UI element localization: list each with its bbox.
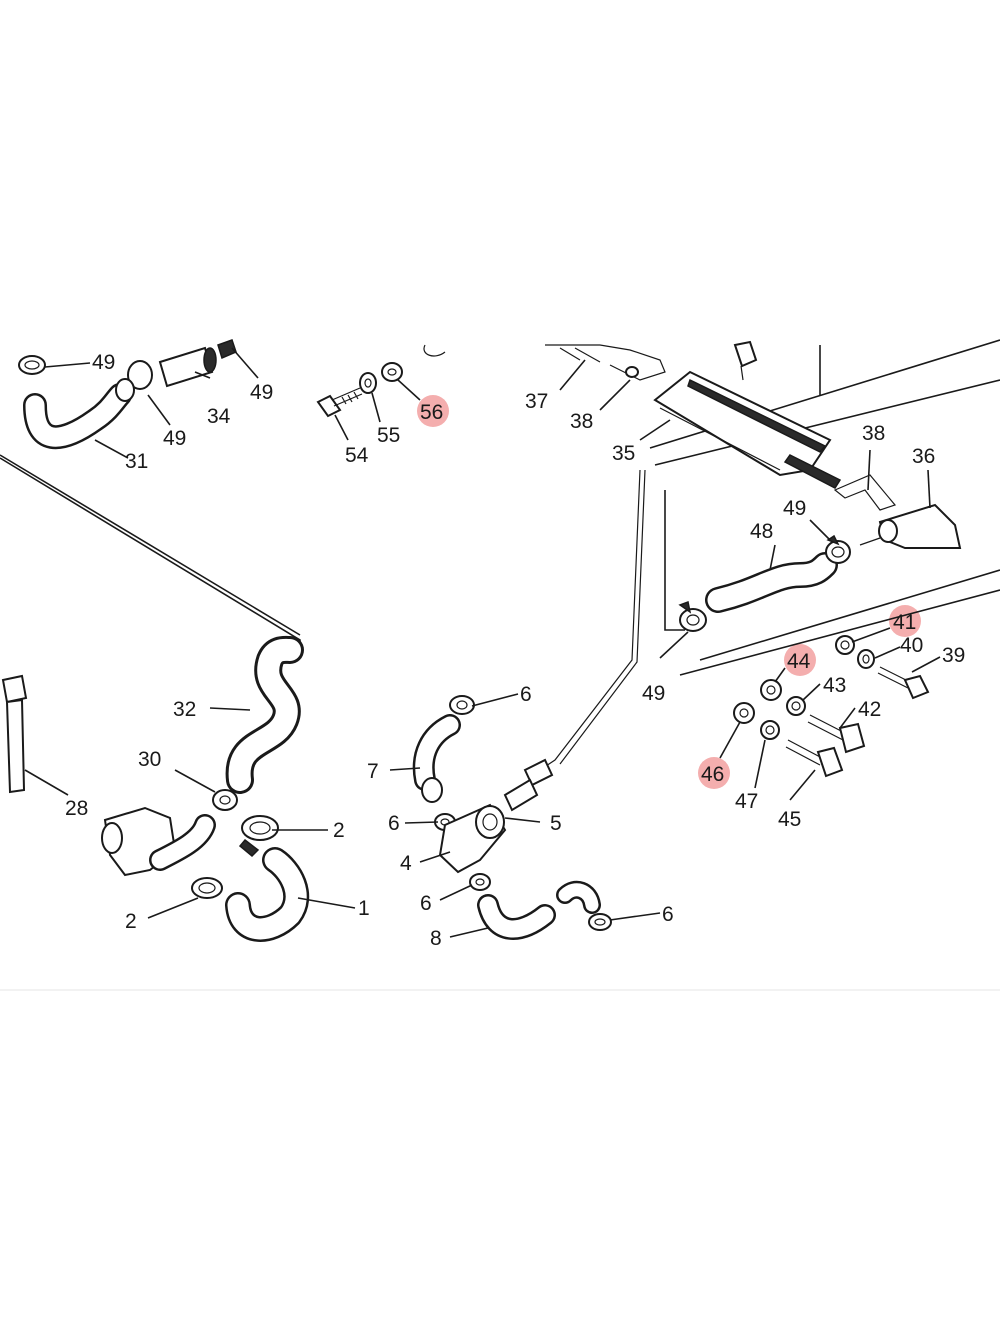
label-32: 32 (173, 698, 196, 721)
nut-40 (857, 649, 875, 669)
label-28: 28 (65, 797, 88, 820)
label-54: 54 (345, 444, 369, 467)
label-49-d: 49 (783, 497, 806, 520)
highlight-56 (417, 395, 449, 427)
label-47: 47 (735, 790, 758, 813)
hose-36-link (859, 537, 881, 546)
highlight-44 (784, 644, 816, 676)
label-44: 44 (787, 650, 811, 673)
part-top-fragment (423, 344, 446, 357)
label-41: 41 (893, 611, 916, 634)
clamp-6-right (588, 913, 612, 931)
label-56: 56 (420, 401, 443, 424)
label-40: 40 (900, 634, 923, 657)
leader-lines (24, 347, 941, 938)
bracket-38-right (833, 474, 897, 511)
hose-8-right (556, 880, 601, 914)
hose-7 (412, 714, 461, 791)
part-28 (1, 674, 28, 794)
bolt-45 (785, 739, 844, 778)
bolt-54 (316, 387, 363, 418)
label-2-b: 2 (125, 910, 137, 933)
label-2-a: 2 (333, 819, 345, 842)
clamp-6-top (449, 695, 475, 715)
label-35: 35 (612, 442, 635, 465)
label-6-b: 6 (388, 812, 400, 835)
label-7: 7 (367, 760, 379, 783)
clamp-30 (212, 789, 238, 811)
label-6-d: 6 (662, 903, 674, 926)
fitting-top (733, 340, 758, 381)
clamp-49-lower-right (678, 600, 707, 632)
label-42: 42 (858, 698, 881, 721)
frame-lines (0, 339, 1000, 676)
clamp-2-lower (191, 877, 223, 899)
label-39: 39 (942, 644, 965, 667)
washer-44 (760, 679, 782, 701)
label-31: 31 (125, 450, 148, 473)
rail-35 (653, 370, 842, 489)
label-36: 36 (912, 445, 935, 468)
label-49-b: 49 (250, 381, 273, 404)
label-55: 55 (377, 424, 400, 447)
label-49-c: 49 (163, 427, 186, 450)
bracket-37-38 (545, 344, 666, 381)
fitting-36 (878, 503, 962, 549)
clamp-49-top-left (18, 355, 46, 375)
pump-body (101, 806, 216, 877)
hose-8 (477, 894, 556, 940)
sleeve-6-mid (421, 777, 443, 803)
label-45: 45 (778, 808, 801, 831)
hose-31 (23, 383, 132, 450)
label-49-e: 49 (642, 682, 665, 705)
hose-1 (225, 847, 310, 942)
label-34: 34 (207, 405, 231, 428)
label-38-b: 38 (862, 422, 885, 445)
part-34 (115, 339, 237, 402)
label-4: 4 (400, 852, 412, 875)
label-46: 46 (701, 763, 724, 786)
nut-47 (760, 720, 780, 740)
label-38-a: 38 (570, 410, 593, 433)
label-1: 1 (358, 897, 370, 920)
label-37: 37 (525, 390, 548, 413)
hose-32 (225, 635, 304, 794)
highlight-46 (698, 757, 730, 789)
label-43: 43 (823, 674, 846, 697)
label-49-a: 49 (92, 351, 115, 374)
label-5: 5 (550, 812, 562, 835)
callout-labels: 49 34 49 49 31 54 55 56 37 38 35 38 36 4… (65, 351, 965, 950)
label-8: 8 (430, 927, 442, 950)
clamp-49-mid-right (825, 534, 851, 564)
washer-41 (835, 635, 855, 655)
clamp-2-upper (238, 815, 279, 858)
rod-5 (503, 469, 646, 812)
washer-55 (359, 372, 377, 394)
bolt-39 (877, 666, 930, 700)
bolt-42 (807, 714, 866, 754)
clamp-6-bottom (469, 873, 491, 891)
hose-48 (705, 552, 838, 613)
label-48: 48 (750, 520, 773, 543)
nut-43 (786, 696, 806, 716)
washer-46 (733, 702, 755, 724)
label-6-c: 6 (420, 892, 432, 915)
label-6-a: 6 (520, 683, 532, 706)
washer-56 (381, 362, 403, 382)
label-30: 30 (138, 748, 161, 771)
